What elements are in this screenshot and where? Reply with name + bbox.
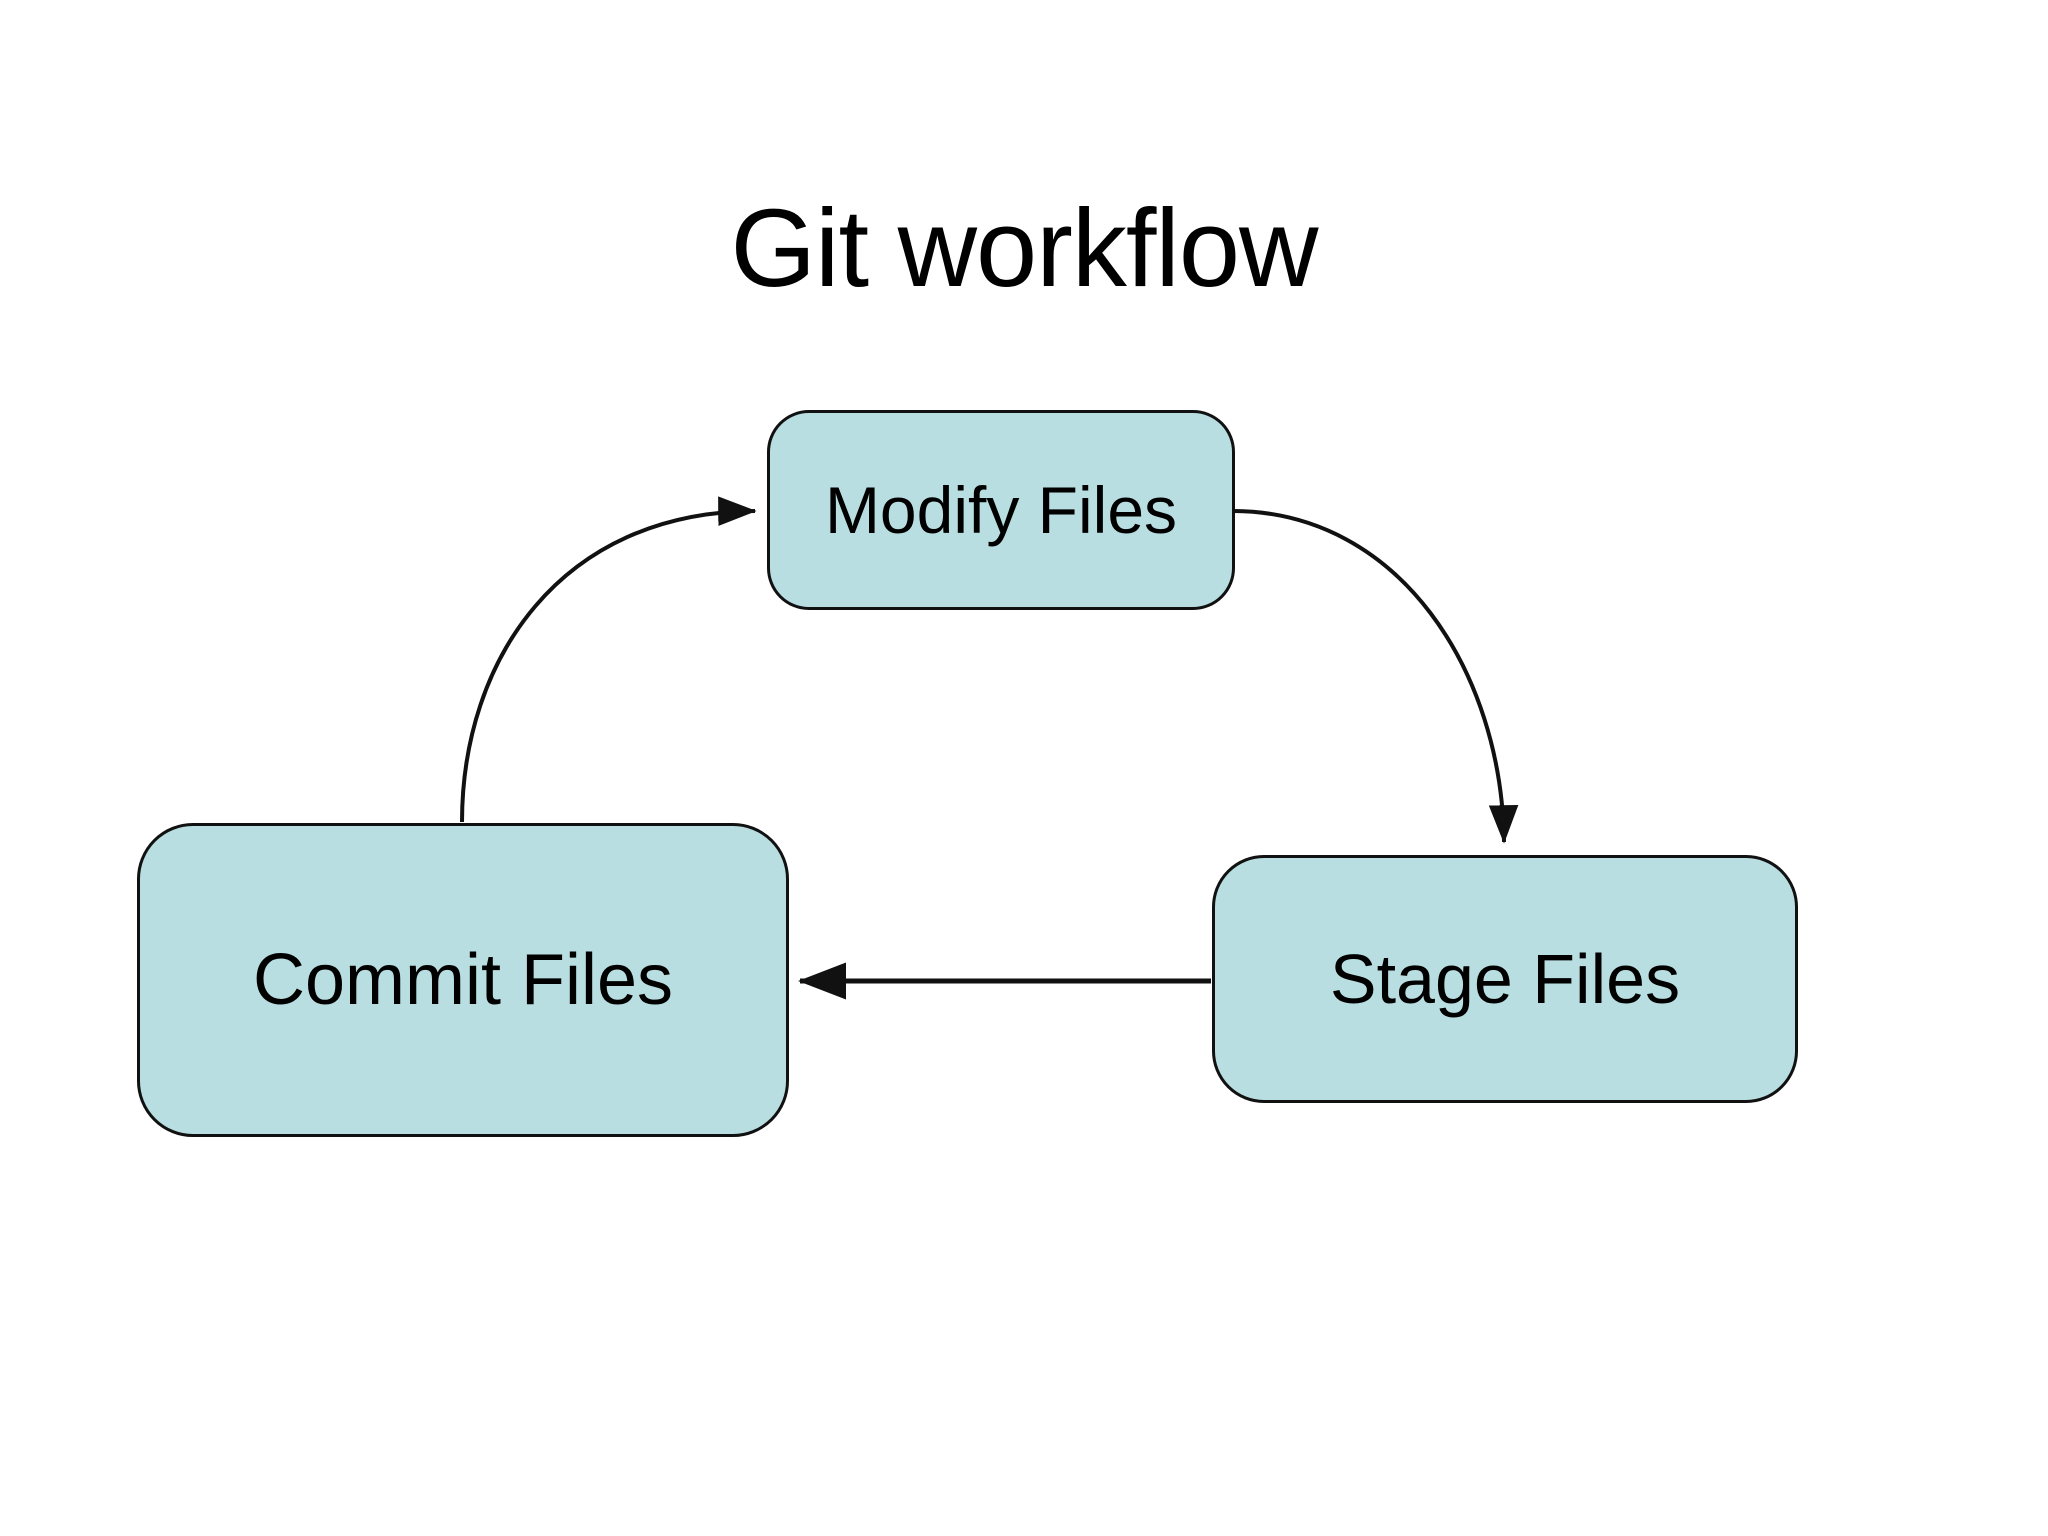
edge-modify-to-stage bbox=[1233, 509, 1519, 844]
page-title: Git workflow bbox=[730, 187, 1319, 310]
node-stage-files[interactable]: Stage Files bbox=[1212, 855, 1798, 1103]
node-commit-files-label: Commit Files bbox=[252, 940, 673, 1020]
node-stage-files-label: Stage Files bbox=[1329, 940, 1681, 1018]
edge-commit-to-modify bbox=[460, 496, 757, 823]
node-modify-files[interactable]: Modify Files bbox=[767, 410, 1235, 610]
node-commit-files[interactable]: Commit Files bbox=[137, 823, 789, 1137]
node-modify-files-label: Modify Files bbox=[824, 473, 1178, 547]
